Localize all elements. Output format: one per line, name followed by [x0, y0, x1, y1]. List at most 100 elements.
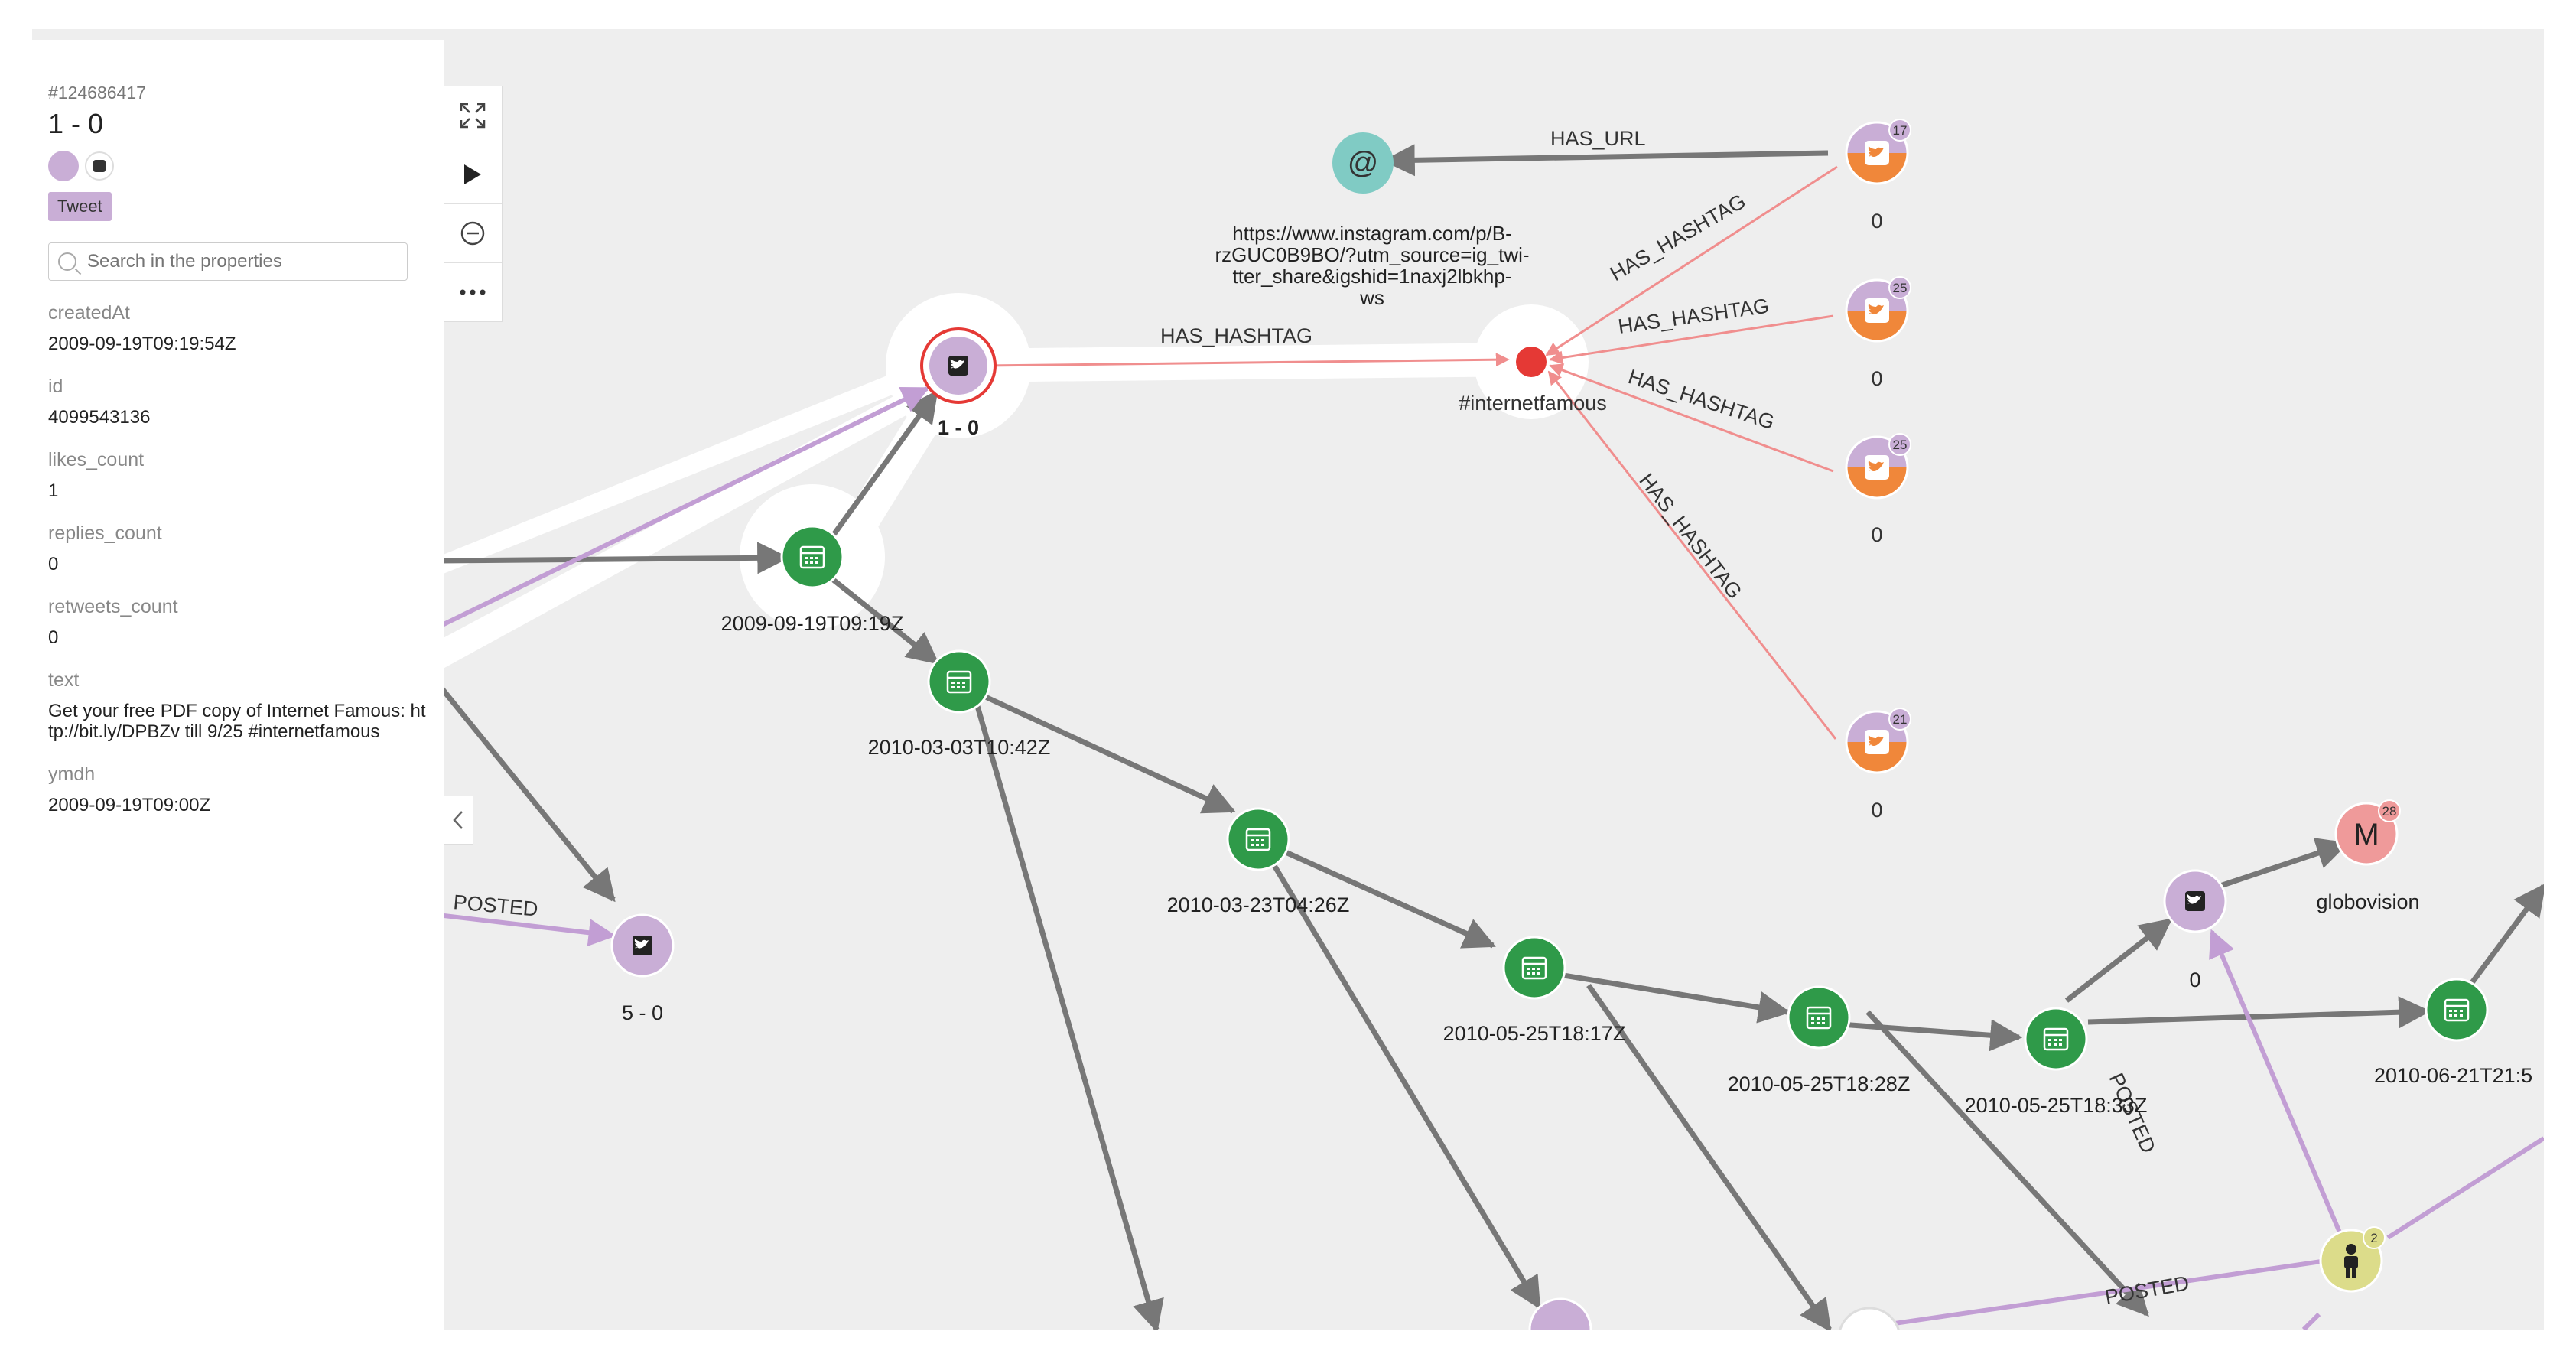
node-label-media: globovision: [2316, 890, 2419, 913]
node-label-tweet-3: 0: [1871, 523, 1882, 546]
node-label-date-3: 2010-03-23T04:26Z: [1167, 893, 1350, 916]
more-button[interactable]: [444, 263, 502, 321]
node-partial-tweet-bottom[interactable]: [1528, 1297, 1592, 1330]
node-date-6[interactable]: [2024, 1007, 2088, 1071]
count-badge: 17: [1893, 123, 1908, 138]
search-icon: [58, 252, 76, 271]
edge-label-has-hashtag-2: HAS_HASHTAG: [1617, 295, 1771, 338]
count-badge: 2: [2370, 1231, 2377, 1245]
node-date-2[interactable]: [927, 649, 991, 714]
property-key: retweets_count: [48, 596, 178, 617]
property-key: createdAt: [48, 302, 131, 324]
node-tweet-right[interactable]: [2163, 869, 2227, 933]
property-value: Get your free PDF copy of Internet Famou…: [48, 701, 426, 742]
property-key: id: [48, 376, 63, 397]
node-label-url: https://www.instagram.com/p/B- rzGUC0B9B…: [1215, 222, 1529, 309]
node-label-tweet-right: 0: [2189, 968, 2200, 991]
person-icon: [2344, 1244, 2358, 1278]
svg-text:https://www.instagram.com/p/B-: https://www.instagram.com/p/B-: [1232, 222, 1512, 245]
count-badge: 21: [1893, 712, 1908, 727]
property-createdAt: createdAt 2009-09-19T09:19:54Z: [48, 302, 431, 354]
property-value: 1: [48, 480, 59, 501]
play-button[interactable]: [444, 145, 502, 204]
node-tweet-2[interactable]: 25: [1845, 276, 1911, 343]
svg-text:tter_share&igshid=1naxj2lbkhp-: tter_share&igshid=1naxj2lbkhp-: [1233, 265, 1512, 288]
selection-highlight: [437, 293, 1589, 672]
node-label-date-1: 2009-09-19T09:19Z: [721, 612, 904, 635]
node-media[interactable]: M 28: [2334, 799, 2401, 866]
node-label-tweet-2: 0: [1871, 367, 1882, 390]
node-icons: [48, 151, 431, 181]
collapse-panel-button[interactable]: [444, 796, 473, 845]
edge-label-has-hashtag-main: HAS_HASHTAG: [1160, 324, 1312, 347]
node-label-selected-tweet: 1 - 0: [938, 416, 979, 439]
edges-has-hashtag: [984, 165, 1838, 740]
category-badge[interactable]: Tweet: [48, 192, 112, 221]
property-value: 4099543136: [48, 407, 151, 428]
node-selected-tweet[interactable]: [920, 327, 997, 404]
edges-posted: [436, 386, 2544, 1330]
property-value: 0: [48, 554, 59, 574]
node-label-hashtag: #internetfamous: [1459, 392, 1607, 415]
property-replies-count: replies_count 0: [48, 522, 431, 574]
node-partial-bottom[interactable]: [1839, 1307, 1900, 1330]
edge-label-has-hashtag-3: HAS_HASHTAG: [1625, 365, 1778, 434]
property-retweets-count: retweets_count 0: [48, 596, 431, 648]
node-url[interactable]: @: [1332, 132, 1394, 194]
edge-label-has-hashtag-4: HAS_HASHTAG: [1634, 469, 1746, 603]
node-tweet-1[interactable]: 17: [1845, 119, 1911, 185]
property-id: id 4099543136: [48, 376, 431, 428]
node-date-1[interactable]: [780, 525, 844, 589]
property-value: 2009-09-19T09:19:54Z: [48, 334, 236, 354]
node-label-tweet-5-0: 5 - 0: [622, 1001, 663, 1024]
node-tweet-3[interactable]: 25: [1845, 433, 1911, 500]
node-label-date-2: 2010-03-03T10:42Z: [868, 736, 1051, 759]
node-date-3[interactable]: [1226, 807, 1290, 871]
media-letter: M: [2353, 818, 2379, 851]
svg-text:rzGUC0B9BO/?utm_source=ig_twi-: rzGUC0B9BO/?utm_source=ig_twi-: [1215, 243, 1529, 266]
property-ymdh: ymdh 2009-09-19T09:00Z: [48, 763, 431, 815]
node-hashtag[interactable]: [1516, 347, 1547, 377]
property-likes-count: likes_count 1: [48, 449, 431, 501]
search-input[interactable]: [86, 250, 395, 273]
node-tweet-4[interactable]: 21: [1845, 708, 1911, 774]
minus-circle-icon: [460, 221, 485, 246]
node-tweet-5-0[interactable]: [610, 913, 675, 978]
property-value: 0: [48, 627, 59, 648]
node-label-date-7: 2010-06-21T21:5: [2374, 1064, 2532, 1087]
node-date-7[interactable]: [2425, 978, 2489, 1042]
node-id: #124686417: [48, 83, 146, 103]
property-key: text: [48, 669, 80, 691]
property-text: text Get your free PDF copy of Internet …: [48, 669, 431, 742]
property-value: 2009-09-19T09:00Z: [48, 795, 211, 815]
chevron-left-icon: [453, 811, 463, 829]
property-key: replies_count: [48, 522, 162, 544]
fullscreen-button[interactable]: [444, 86, 502, 145]
count-badge: 25: [1893, 438, 1908, 452]
node-title: 1 - 0: [48, 108, 104, 139]
edge-labels: HAS_URL HAS_HASHTAG HAS_HASHTAG HAS_HASH…: [452, 127, 2191, 1309]
node-label-date-6: 2010-05-25T18:33Z: [1965, 1094, 2148, 1117]
node-label-tweet-4: 0: [1871, 799, 1882, 822]
at-icon: @: [1348, 146, 1379, 180]
edge-label-posted-3: POSTED: [2103, 1271, 2191, 1309]
graph-app: HAS_URL HAS_HASHTAG HAS_HASHTAG HAS_HASH…: [32, 29, 2544, 1330]
node-date-5[interactable]: [1787, 985, 1851, 1050]
graph-canvas[interactable]: HAS_URL HAS_HASHTAG HAS_HASHTAG HAS_HASH…: [32, 29, 2544, 1330]
property-key: likes_count: [48, 449, 145, 470]
node-label-date-5: 2010-05-25T18:28Z: [1728, 1072, 1911, 1095]
zoom-out-button[interactable]: [444, 204, 502, 263]
node-color-dot: [48, 151, 79, 181]
play-icon: [464, 164, 481, 184]
more-dots-icon: [460, 289, 486, 295]
svg-text:ws: ws: [1359, 286, 1384, 309]
twitter-icon: [85, 151, 114, 181]
node-label-date-4: 2010-05-25T18:17Z: [1443, 1022, 1626, 1045]
property-search[interactable]: [48, 242, 408, 281]
node-date-4[interactable]: [1502, 936, 1566, 1000]
edge-label-has-url: HAS_URL: [1550, 127, 1646, 150]
count-badge: 25: [1893, 281, 1908, 295]
node-user[interactable]: 2: [2319, 1226, 2386, 1293]
node-label-tweet-1: 0: [1871, 210, 1882, 233]
properties-panel: #124686417 1 - 0 Tweet createdAt 2009-09…: [32, 40, 444, 1330]
